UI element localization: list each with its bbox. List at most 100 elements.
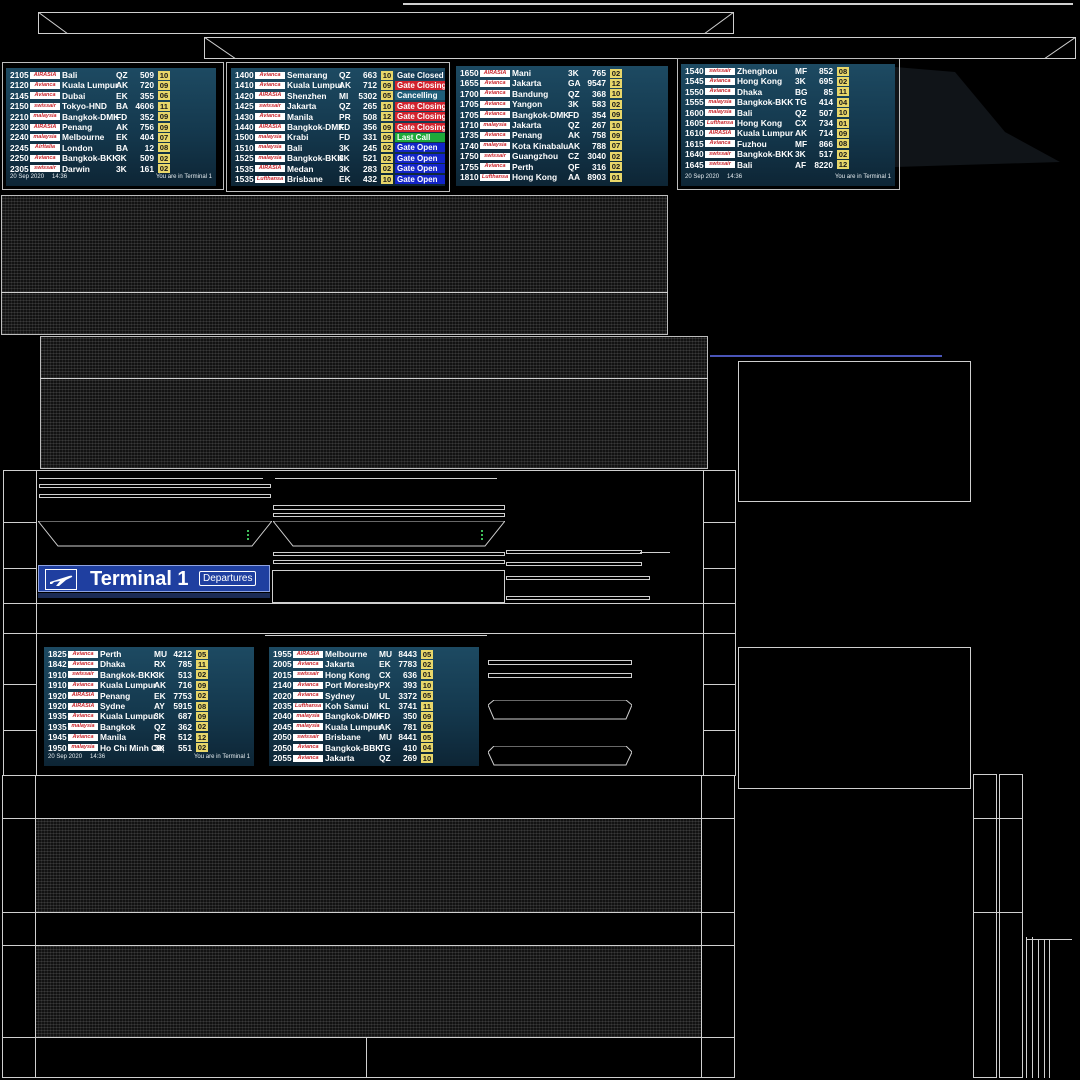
airline-logo: swissair — [30, 102, 60, 110]
gate-badge: 10 — [158, 70, 170, 80]
flight-status: Gate Open — [395, 153, 445, 163]
airline-code: PR — [339, 111, 351, 122]
airline-code: QZ — [116, 70, 128, 80]
airline-logo: Avianca — [705, 140, 735, 148]
flight-number: 521 — [363, 153, 377, 164]
flight-number: 362 — [178, 721, 192, 732]
pillar-top-line — [1026, 939, 1072, 940]
gate-badge: 09 — [610, 110, 622, 120]
hatch-block-3 — [35, 818, 701, 912]
flight-number: 507 — [819, 107, 833, 118]
flight-number: 356 — [363, 122, 377, 132]
airline-code: BG — [795, 86, 808, 97]
flight-number: 636 — [403, 669, 417, 680]
airline-code: AF — [795, 159, 807, 170]
flight-number: 765 — [592, 68, 606, 78]
airline-logo: AirItalia — [30, 144, 60, 152]
mid-bar-8 — [273, 560, 505, 564]
flight-destination: Penang — [512, 130, 543, 141]
flight-destination: Dubai — [62, 90, 86, 101]
flight-destination: Tokyo-HND — [62, 101, 107, 112]
airline-code: AA — [568, 172, 581, 182]
flight-number: 3040 — [587, 151, 606, 162]
airline-logo: swissair — [293, 671, 323, 679]
gate-badge: 02 — [610, 68, 622, 78]
flight-time: 1740 — [460, 140, 479, 151]
board-date: 20 Sep 2020 — [10, 174, 45, 180]
gate-badge: 02 — [610, 151, 622, 161]
flight-number: 758 — [592, 130, 606, 141]
board-frame-1 — [2, 62, 224, 190]
flight-time: 1810 — [460, 172, 479, 182]
airline-code: 3K — [116, 163, 127, 174]
flight-status: Gate Closing — [395, 101, 445, 111]
flight-destination: London — [62, 142, 93, 153]
gate-badge: 10 — [610, 120, 622, 130]
gate-badge: 02 — [837, 77, 849, 87]
flight-time: 2230 — [10, 122, 29, 132]
airline-code: MI — [339, 90, 349, 101]
gate-badge: 02 — [610, 99, 622, 109]
gate-badge: 07 — [158, 133, 170, 143]
airline-code: BA — [116, 101, 129, 112]
flight-number: 4212 — [173, 649, 192, 659]
airline-code: FD — [339, 122, 351, 132]
airline-logo: swissair — [68, 671, 98, 679]
flight-time: 1655 — [460, 78, 479, 89]
airline-code: QZ — [379, 753, 391, 763]
gate-badge: 05 — [421, 732, 433, 742]
top-strip-3-diagonals — [204, 37, 1076, 59]
bottom-frame-h1 — [2, 818, 735, 819]
flight-time: 1955 — [273, 649, 292, 659]
flight-destination: Mani — [512, 68, 532, 78]
airline-code: 3K — [154, 669, 165, 680]
airline-logo: Avianca — [255, 113, 285, 121]
flight-time: 1910 — [48, 669, 67, 680]
mid-frame-h5 — [3, 684, 36, 685]
airline-code: 3K — [339, 163, 350, 174]
terminal-sign-strip — [38, 593, 270, 598]
gate-badge: 07 — [610, 141, 622, 151]
flight-number: 3741 — [398, 701, 417, 711]
accent-line — [710, 355, 942, 357]
flight-number: 265 — [363, 101, 377, 112]
flight-time: 1400 — [235, 70, 254, 80]
flight-destination: Bangkok-BKK — [287, 153, 344, 164]
flight-destination: Bangkok — [100, 721, 136, 732]
gate-badge: 09 — [610, 131, 622, 141]
bottom-frame — [2, 775, 735, 1078]
flight-number: 551 — [178, 742, 192, 753]
flight-status: Cancelling — [395, 91, 445, 101]
flight-number: 283 — [363, 163, 377, 174]
airline-code: TG — [795, 97, 807, 108]
airline-code: GA — [568, 78, 581, 89]
flight-destination: Dhaka — [737, 86, 763, 97]
airline-logo: malaysia — [30, 113, 60, 121]
flight-number: 852 — [819, 66, 833, 76]
top-strip-1 — [403, 3, 1073, 5]
airline-logo: Avianca — [30, 154, 60, 162]
flight-time: 2105 — [10, 70, 29, 80]
flight-time: 2035 — [273, 701, 292, 711]
mid-frame-h7 — [703, 522, 736, 523]
